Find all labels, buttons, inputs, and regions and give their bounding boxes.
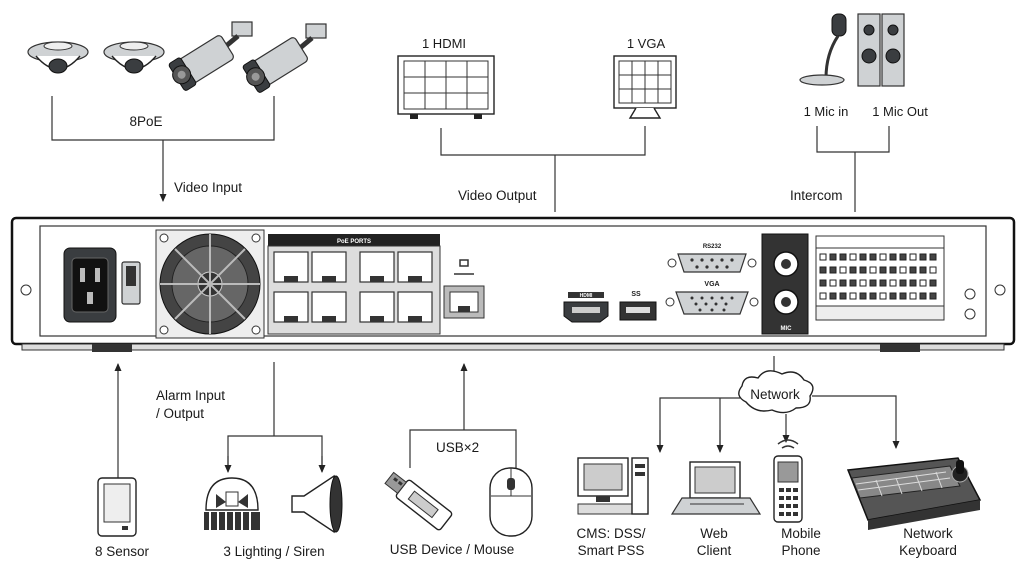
alarm-terminal-block: [815, 235, 945, 321]
vga-monitor-icon: [613, 55, 677, 119]
vga-port-icon: VGA: [665, 281, 759, 315]
poe-ports-label: PoE PORTS: [337, 239, 371, 245]
mobile-phone-label-2: Phone: [781, 543, 820, 558]
alarm-io-label-2: / Output: [156, 406, 204, 421]
usb-flash-drive-icon: [384, 471, 453, 531]
network-keyboard-label-2: Keyboard: [899, 543, 957, 558]
usb-x2-label: USB×2: [436, 440, 479, 455]
poe-label: 8PoE: [129, 114, 162, 129]
dome-camera-icon: [103, 41, 165, 74]
sensor-label: 8 Sensor: [95, 544, 150, 559]
lighting-siren-label: 3 Lighting / Siren: [223, 544, 324, 559]
cms-label-1: CMS: DSS/: [576, 526, 645, 541]
microphone-icon: [799, 13, 847, 86]
laptop-icon: [670, 461, 762, 515]
mic-out-label: 1 Mic Out: [872, 104, 928, 119]
siren-icon: [291, 474, 343, 534]
mic-panel-label: MIC: [781, 326, 793, 332]
cms-label-2: Smart PSS: [578, 543, 645, 558]
rs232-label: RS232: [703, 244, 722, 250]
vga-label: 1 VGA: [627, 36, 666, 51]
desktop-pc-icon: [577, 457, 649, 515]
speaker-icon: [857, 13, 905, 87]
poe-ports-block: PoE PORTS: [267, 234, 441, 335]
cloud-icon: [738, 370, 814, 414]
mobile-phone-label-1: Mobile: [781, 526, 821, 541]
hdmi-port-label: HDMI: [580, 293, 593, 299]
hdmi-label: 1 HDMI: [422, 36, 466, 51]
hdmi-monitor-icon: [397, 55, 495, 119]
vga-port-label: VGA: [704, 281, 719, 288]
rs232-port-icon: RS232: [667, 244, 757, 273]
usb-device-mouse-label: USB Device / Mouse: [390, 542, 515, 557]
mobile-phone-icon: [773, 439, 803, 523]
alarm-io-label-1: Alarm Input: [156, 388, 225, 403]
bullet-camera-icon: [242, 23, 327, 93]
mouse-icon: [489, 467, 533, 537]
usb-port-icon: SS: [619, 291, 657, 321]
video-input-label: Video Input: [174, 180, 242, 195]
alarm-light-icon: [204, 477, 260, 530]
dome-camera-icon: [27, 41, 89, 74]
power-switch-icon: [121, 261, 141, 305]
web-client-label-2: Client: [697, 543, 732, 558]
bullet-camera-icon: [168, 21, 253, 91]
mic-audio-panel: MIC: [761, 233, 809, 335]
sensor-icon: [97, 477, 137, 537]
fan-icon: [155, 229, 265, 339]
ethernet-port-icon: [443, 259, 485, 319]
video-output-label: Video Output: [458, 188, 537, 203]
network-keyboard-icon: [846, 457, 982, 530]
mic-in-label: 1 Mic in: [804, 104, 849, 119]
usb-port-label: SS: [631, 291, 641, 298]
network-label: Network: [750, 387, 800, 402]
power-socket-icon: [63, 247, 117, 323]
network-keyboard-label-1: Network: [903, 526, 953, 541]
intercom-label: Intercom: [790, 188, 843, 203]
hdmi-port-icon: HDMI: [563, 292, 609, 323]
web-client-label-1: Web: [700, 526, 728, 541]
